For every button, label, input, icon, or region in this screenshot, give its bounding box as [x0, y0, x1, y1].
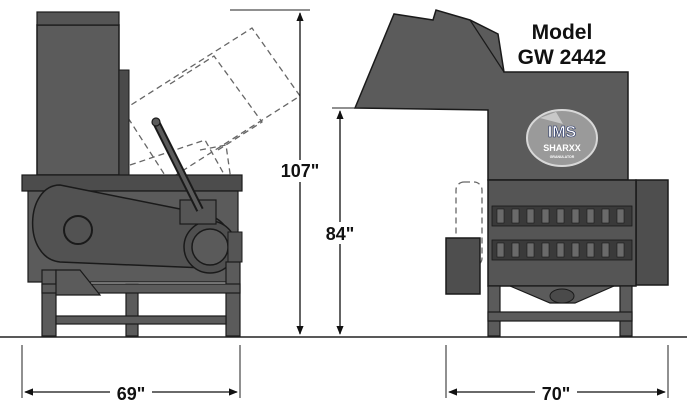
dim-feed-height: 84" — [322, 107, 360, 335]
knife-tick-group — [496, 208, 625, 258]
motor — [179, 199, 243, 274]
front-door-ghost — [455, 181, 483, 267]
front-cutting-chamber — [487, 179, 637, 287]
dim-front-width: 70" — [445, 345, 669, 403]
rotor-knife — [541, 242, 550, 258]
rotor-knife — [616, 242, 625, 258]
rotor-knife — [616, 208, 625, 224]
dim-side-width: 69" — [21, 345, 241, 403]
rotor-knife — [556, 208, 565, 224]
rotor-knife — [496, 208, 505, 224]
side-view — [21, 11, 301, 337]
front-view: IMS SHARXX GRANULATOR — [353, 9, 669, 337]
model-label: Model — [532, 21, 593, 44]
rotor-knife — [586, 208, 595, 224]
rotor-knife — [556, 242, 565, 258]
front-motor-block — [635, 179, 669, 286]
model-title: Model GW 2442 — [518, 21, 607, 69]
side-hopper-tower — [36, 24, 120, 176]
side-hopper-flange — [118, 69, 130, 181]
dim-overall-height: 107" — [230, 9, 320, 335]
rotor-knife — [541, 208, 550, 224]
rotor-knife — [526, 208, 535, 224]
logo-tagline: GRANULATOR — [550, 155, 575, 159]
front-base-frame — [487, 285, 633, 337]
front-left-motor — [445, 237, 481, 295]
side-hopper-lid — [36, 11, 120, 26]
logo-product: SHARXX — [543, 143, 581, 153]
flywheel-hub — [63, 215, 93, 245]
side-base-frame — [41, 261, 241, 337]
rotor-knife — [586, 242, 595, 258]
side-width-label: 69" — [117, 384, 146, 403]
rotor-knife — [526, 242, 535, 258]
rotor-knife — [571, 242, 580, 258]
model-number: GW 2442 — [518, 46, 607, 69]
sharxx-logo: IMS SHARXX GRANULATOR — [526, 109, 598, 167]
feed-height-label: 84" — [326, 224, 355, 244]
logo-brand: IMS — [548, 124, 577, 141]
rotor-knife — [571, 208, 580, 224]
rotor-knife — [601, 208, 610, 224]
rotor-knife — [511, 242, 520, 258]
rotor-knife — [511, 208, 520, 224]
front-width-label: 70" — [542, 384, 571, 403]
rotor-knife — [496, 242, 505, 258]
overall-height-label: 107" — [281, 161, 320, 181]
rotor-knife — [601, 242, 610, 258]
